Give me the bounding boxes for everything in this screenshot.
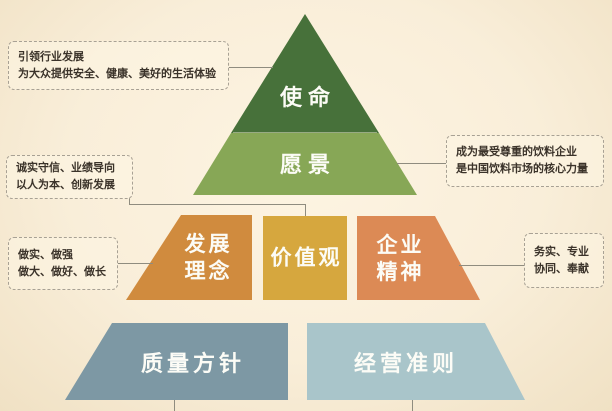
vision-label: 愿景 <box>279 152 337 177</box>
values-label: 价值观 <box>270 246 343 270</box>
values-rect <box>263 216 347 300</box>
development-label-line2: 理念 <box>184 260 233 283</box>
spirit-note-line1: 务实、专业 <box>534 245 589 258</box>
mission-triangle <box>231 14 379 133</box>
principles-label: 经营准则 <box>353 351 459 376</box>
values-note-connector-horizontal <box>129 204 306 205</box>
development-note: 做实、做强 做大、做好、做长 <box>8 237 118 290</box>
values-note: 诚实守信、业绩导向 以人为本、创新发展 <box>6 155 133 199</box>
development-label-line1: 发展 <box>184 233 233 256</box>
pyramid-divider <box>233 132 377 133</box>
values-note-line2: 以人为本、创新发展 <box>16 179 115 191</box>
vision-trapezoid <box>193 133 417 195</box>
mission-note-connector <box>229 67 273 68</box>
values-note-line1: 诚实守信、业绩导向 <box>16 162 115 174</box>
principles-trapezoid <box>307 323 525 400</box>
mission-note: 引领行业发展 为大众提供安全、健康、美好的生活体验 <box>8 41 229 90</box>
values-note-connector-down <box>305 204 306 216</box>
spirit-label-line2: 精神 <box>376 261 425 284</box>
mission-label: 使命 <box>279 85 337 110</box>
spirit-label-line1: 企业 <box>376 234 425 257</box>
mission-note-line2: 为大众提供安全、健康、美好的生活体验 <box>18 67 216 80</box>
quality-bottom-connector <box>174 400 175 411</box>
principles-bottom-connector <box>412 400 413 411</box>
development-label: 发展 理念 <box>182 231 233 285</box>
spirit-note-connector <box>459 265 524 266</box>
spirit-note: 务实、专业 协同、奉献 <box>524 233 604 288</box>
development-note-line2: 做大、做好、做长 <box>18 265 106 278</box>
spirit-note-line2: 协同、奉献 <box>534 262 589 275</box>
mission-note-line1: 引领行业发展 <box>18 50 84 63</box>
vision-note-connector <box>397 163 446 164</box>
vision-note-line2: 是中国饮料市场的核心力量 <box>456 163 588 175</box>
vision-note: 成为最受尊重的饮料企业 是中国饮料市场的核心力量 <box>446 135 604 187</box>
spirit-label: 企业 精神 <box>374 232 425 286</box>
development-note-connector <box>118 263 153 264</box>
vision-note-line1: 成为最受尊重的饮料企业 <box>456 146 577 158</box>
development-note-line1: 做实、做强 <box>18 248 73 261</box>
quality-label: 质量方针 <box>140 351 246 376</box>
values-note-connector-drop <box>129 198 130 205</box>
